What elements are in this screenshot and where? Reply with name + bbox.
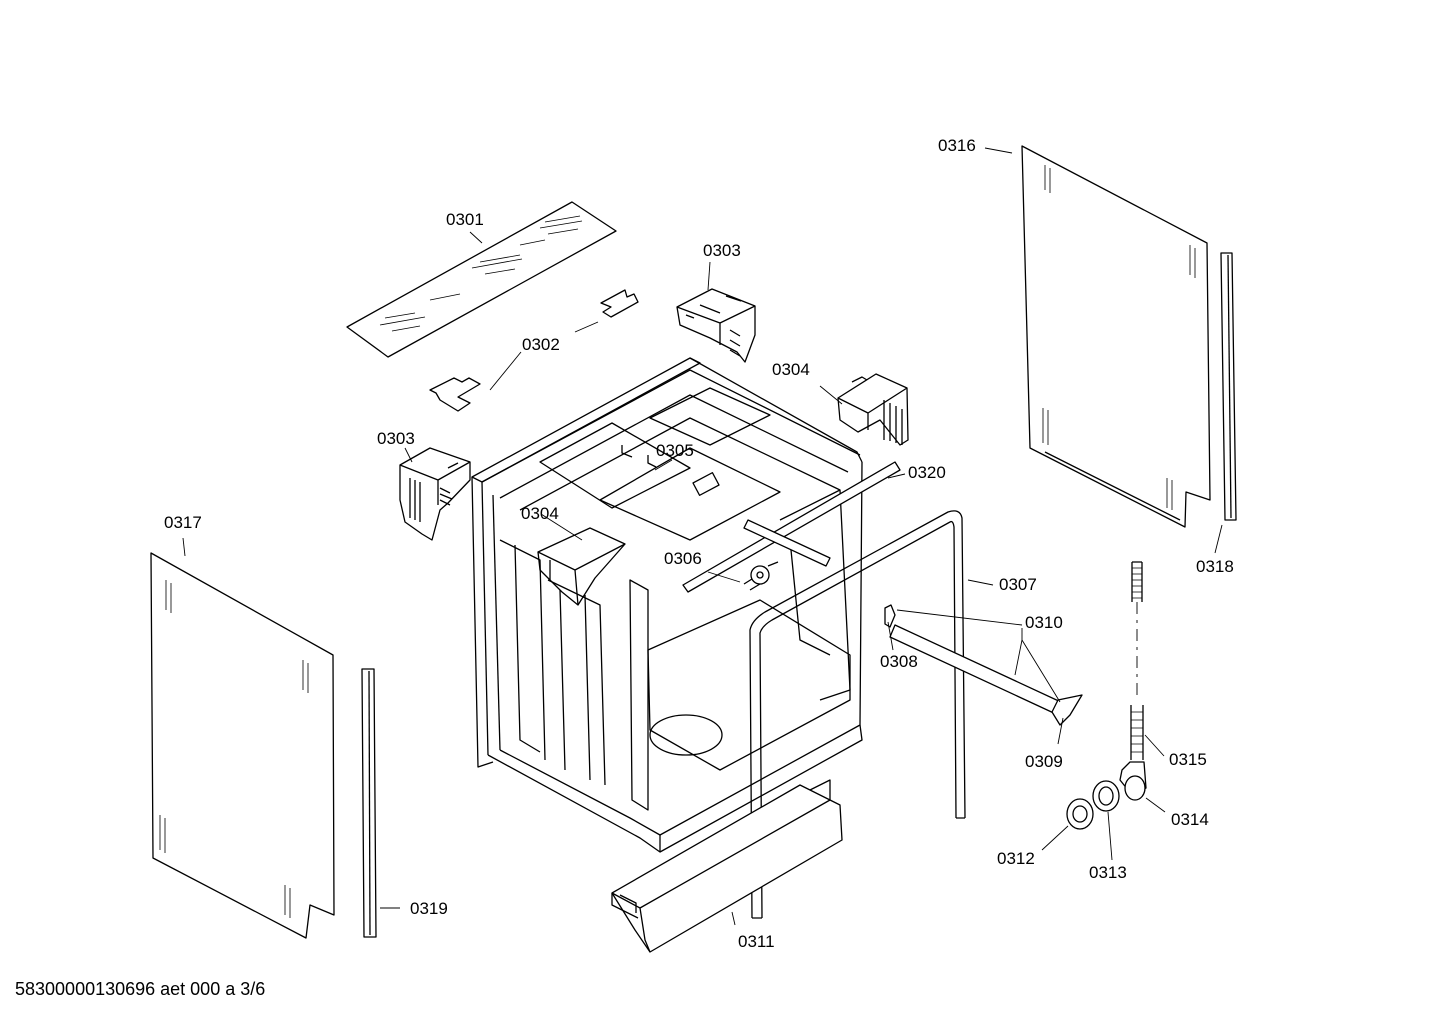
callout-0303: 0303	[703, 241, 741, 260]
callout-0312: 0312	[997, 849, 1035, 868]
callout-0307: 0307	[999, 575, 1037, 594]
part-tub-frame	[471, 357, 863, 853]
callout-0318: 0318	[1196, 557, 1234, 576]
part-0318-strip	[1220, 252, 1237, 521]
part-0314-elbow	[1119, 761, 1147, 801]
part-0304-bracket-right	[837, 373, 909, 446]
part-0315-hose	[1130, 561, 1144, 760]
callout-labels: 0301 0302 0303 0304 0303 0305 0320 0304 …	[164, 136, 1234, 951]
callout-0303: 0303	[377, 429, 415, 448]
callout-0315: 0315	[1169, 750, 1207, 769]
callout-0319: 0319	[410, 899, 448, 918]
part-0303-cover-left	[399, 447, 471, 541]
part-0319-strip	[361, 668, 377, 938]
part-0306-hub	[743, 519, 831, 591]
callout-0309: 0309	[1025, 752, 1063, 771]
part-0317-side-panel	[150, 552, 335, 939]
leader-lines	[182, 147, 1223, 926]
callout-0316: 0316	[938, 136, 976, 155]
callout-0310: 0310	[1025, 613, 1063, 632]
callout-0311: 0311	[738, 932, 775, 951]
callout-0301: 0301	[446, 210, 484, 229]
callout-0320: 0320	[908, 463, 946, 482]
part-0316-side-panel	[1021, 145, 1211, 528]
part-0307-seal	[749, 510, 966, 919]
drawing-id: 58300000130696 aet 000 a 3/6	[15, 979, 266, 999]
callout-0305: 0305	[656, 441, 694, 460]
callout-0308: 0308	[880, 652, 918, 671]
part-0311-kick-plate	[611, 779, 843, 953]
callout-0304: 0304	[521, 504, 559, 523]
callout-0317: 0317	[164, 513, 202, 532]
part-0310-rail	[884, 604, 1083, 726]
callout-0314: 0314	[1171, 810, 1209, 829]
part-0312-nut	[1066, 798, 1094, 830]
callout-0302: 0302	[522, 335, 560, 354]
callout-0313: 0313	[1089, 863, 1127, 882]
part-0302-brackets	[429, 289, 639, 412]
callout-0304: 0304	[772, 360, 810, 379]
part-0313-ring	[1092, 780, 1120, 812]
part-0301-top-sheet	[346, 201, 617, 358]
part-0320-strip	[682, 461, 901, 593]
part-0303-cover-right	[676, 288, 756, 363]
callout-0306: 0306	[664, 549, 702, 568]
